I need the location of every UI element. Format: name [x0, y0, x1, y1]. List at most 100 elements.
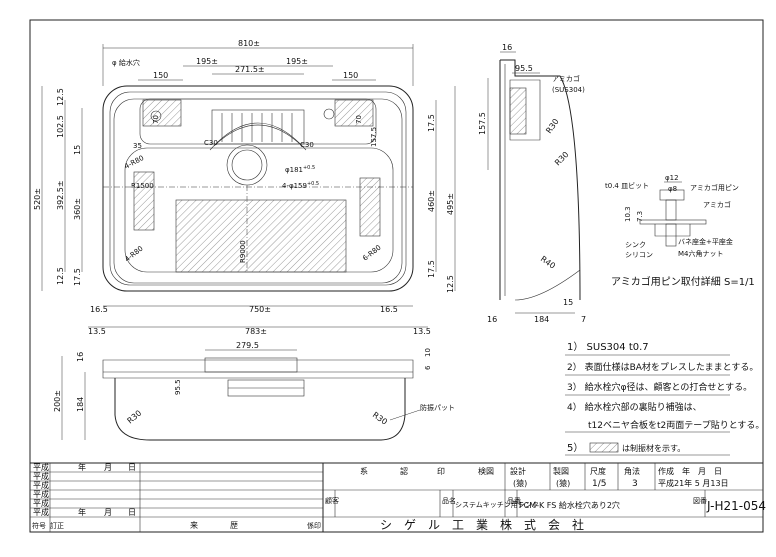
rev-history: 来 歴: [190, 521, 238, 530]
dim-rim-right-a: 16.5: [380, 305, 398, 314]
dim-pitch-right: 195±: [286, 57, 308, 66]
rev-era-2: 平成: [33, 471, 49, 481]
stamp-label: 印: [437, 467, 445, 476]
model-value: FCM-K FS 給水栓穴あり2穴: [519, 500, 620, 510]
created-value: 平成21年 5 月13日: [658, 478, 729, 488]
detail-silicone: シリコン: [625, 251, 653, 259]
note-3: 3） 給水栓穴φ径は、顧客との打合せとする。: [567, 381, 752, 393]
front-pad-label: 防振パット: [420, 403, 455, 412]
angle-value: 3: [632, 479, 638, 489]
dim-17-top-right: 17.5: [427, 114, 436, 132]
dim-360: 360±: [73, 198, 82, 220]
rev-year-6: 年: [78, 507, 86, 517]
dim-12-top: 12.5: [56, 88, 65, 106]
customer-label: 顧客: [325, 496, 339, 505]
radius-80-lower: 4-R80: [123, 244, 144, 263]
dim-495: 495±: [446, 193, 455, 215]
side-dim-15: 15: [563, 298, 573, 307]
note-2: 2） 表面仕様はBA材をプレスしたままとする。: [567, 361, 758, 373]
chamfer-left: C30: [204, 139, 218, 147]
detail-basket: アミカゴ: [703, 200, 731, 209]
side-view: 16 95.5 アミカゴ (SUS304) 157.5 R30 R30 R40 …: [478, 43, 586, 324]
rev-era-1: 平成: [33, 462, 49, 472]
radius-1500: R1500: [131, 182, 154, 190]
damping-area-left: [142, 99, 182, 127]
note-5: 5）: [567, 442, 583, 454]
dim-hatch-right: 150: [343, 71, 358, 80]
dim-overall-width: 810±: [238, 39, 260, 48]
faucet-hole-label: φ 給水穴: [112, 58, 140, 67]
dim-rim-left-b: 13.5: [88, 327, 106, 336]
detail-pin: アミカゴ用ピン: [690, 183, 739, 192]
title-block: 平成 平成 平成 平成 平成 平成 年 月 日 年 月 日 符号 訂正 来 歴 …: [30, 462, 766, 532]
drain-outer: [226, 144, 268, 186]
rev-month-1: 月: [104, 463, 112, 472]
rev-fix: 訂正: [50, 521, 64, 530]
damping-legend: [589, 442, 619, 453]
detail-title: アミカゴ用ピン取付詳細 S=1/1: [611, 275, 755, 288]
design-label: 設計: [510, 466, 526, 476]
radius-80-right: 6-R80: [361, 243, 382, 262]
note-4: 4） 給水栓穴部の裏貼り補強は、: [567, 401, 702, 413]
front-tray-width: 279.5: [236, 341, 259, 350]
drawing-number: J-H21-054: [706, 499, 766, 513]
rev-day-6: 日: [128, 508, 136, 517]
sheet-border: [29, 19, 764, 533]
rev-year-1: 年: [78, 462, 86, 472]
detail-7-3: 7.3: [636, 211, 644, 222]
side-r30-mid: R30: [553, 150, 571, 168]
dim-pitch-left: 195±: [196, 57, 218, 66]
draw-label: 製図: [553, 466, 569, 476]
dim-460: 460±: [427, 190, 436, 212]
rev-era-5: 平成: [33, 498, 49, 508]
scale-value: 1/5: [592, 479, 606, 489]
dim-rim-right-b: 13.5: [413, 327, 431, 336]
damping-area-bottom: [175, 199, 347, 273]
dim-12-bot-right: 12.5: [446, 275, 455, 293]
dim-overall-height: 520±: [33, 188, 42, 210]
bracket-material: (SUS304): [552, 86, 585, 94]
item-value: システムキッチン用シンク: [455, 501, 539, 509]
dim-tray-width: 271.5±: [235, 65, 265, 74]
side-dim-bottom-16: 16: [487, 315, 497, 324]
rev-month-6: 月: [104, 508, 112, 517]
draw-value: (猿): [556, 478, 570, 488]
dim-rim-width: 783±: [245, 327, 267, 336]
rev-era-4: 平成: [33, 489, 49, 499]
side-dim-95: 95.5: [515, 64, 533, 73]
side-dim-157: 157.5: [478, 112, 487, 135]
dim-inner-width: 750±: [249, 305, 271, 314]
detail-nut: M4六角ナット: [678, 249, 724, 258]
notes: 1） SUS304 t0.7 2） 表面仕様はBA材をプレスしたままとする。 3…: [565, 341, 764, 456]
note-1: 1） SUS304 t0.7: [567, 341, 649, 353]
front-r30-right: R30: [371, 410, 389, 426]
radius-9000: R9000: [239, 240, 247, 263]
drawing-label: 図番: [693, 497, 707, 505]
dim-17-bot-right: 17.5: [427, 260, 436, 278]
dim-15: 15: [73, 145, 82, 155]
dim-102: 102.5: [56, 115, 65, 138]
drain-diameter: φ181+0.5: [285, 165, 315, 174]
radius-80-upper: 4-R80: [123, 154, 145, 171]
inspect-label: 検図: [478, 466, 494, 476]
detail-washer: バネ座金+平座金: [678, 237, 733, 246]
dim-70-right: 70: [355, 115, 363, 124]
dim-35: 35: [133, 142, 142, 150]
front-height-200: 200±: [53, 390, 62, 412]
front-height-16: 16: [76, 352, 85, 362]
front-height-184: 184: [76, 397, 85, 412]
seal-col: 係印: [307, 521, 321, 530]
front-bowl: [114, 378, 406, 441]
damping-area-right: [334, 99, 374, 127]
created-label: 作成 年 月 日: [658, 466, 722, 476]
front-height-6: 6: [424, 365, 432, 370]
detail-sink: シンク: [625, 241, 646, 249]
drain-inner-diameter: 4-φ159+0.5: [282, 181, 319, 190]
dept-label: 系: [360, 466, 368, 476]
faucet-hole-right: [323, 108, 335, 120]
note-5-text: は制振材を示す。: [622, 443, 685, 453]
dim-392: 392.5±: [56, 180, 65, 210]
top-view: 810± φ 給水穴 150 195± 271.5± 195± 150 520±…: [33, 39, 456, 336]
